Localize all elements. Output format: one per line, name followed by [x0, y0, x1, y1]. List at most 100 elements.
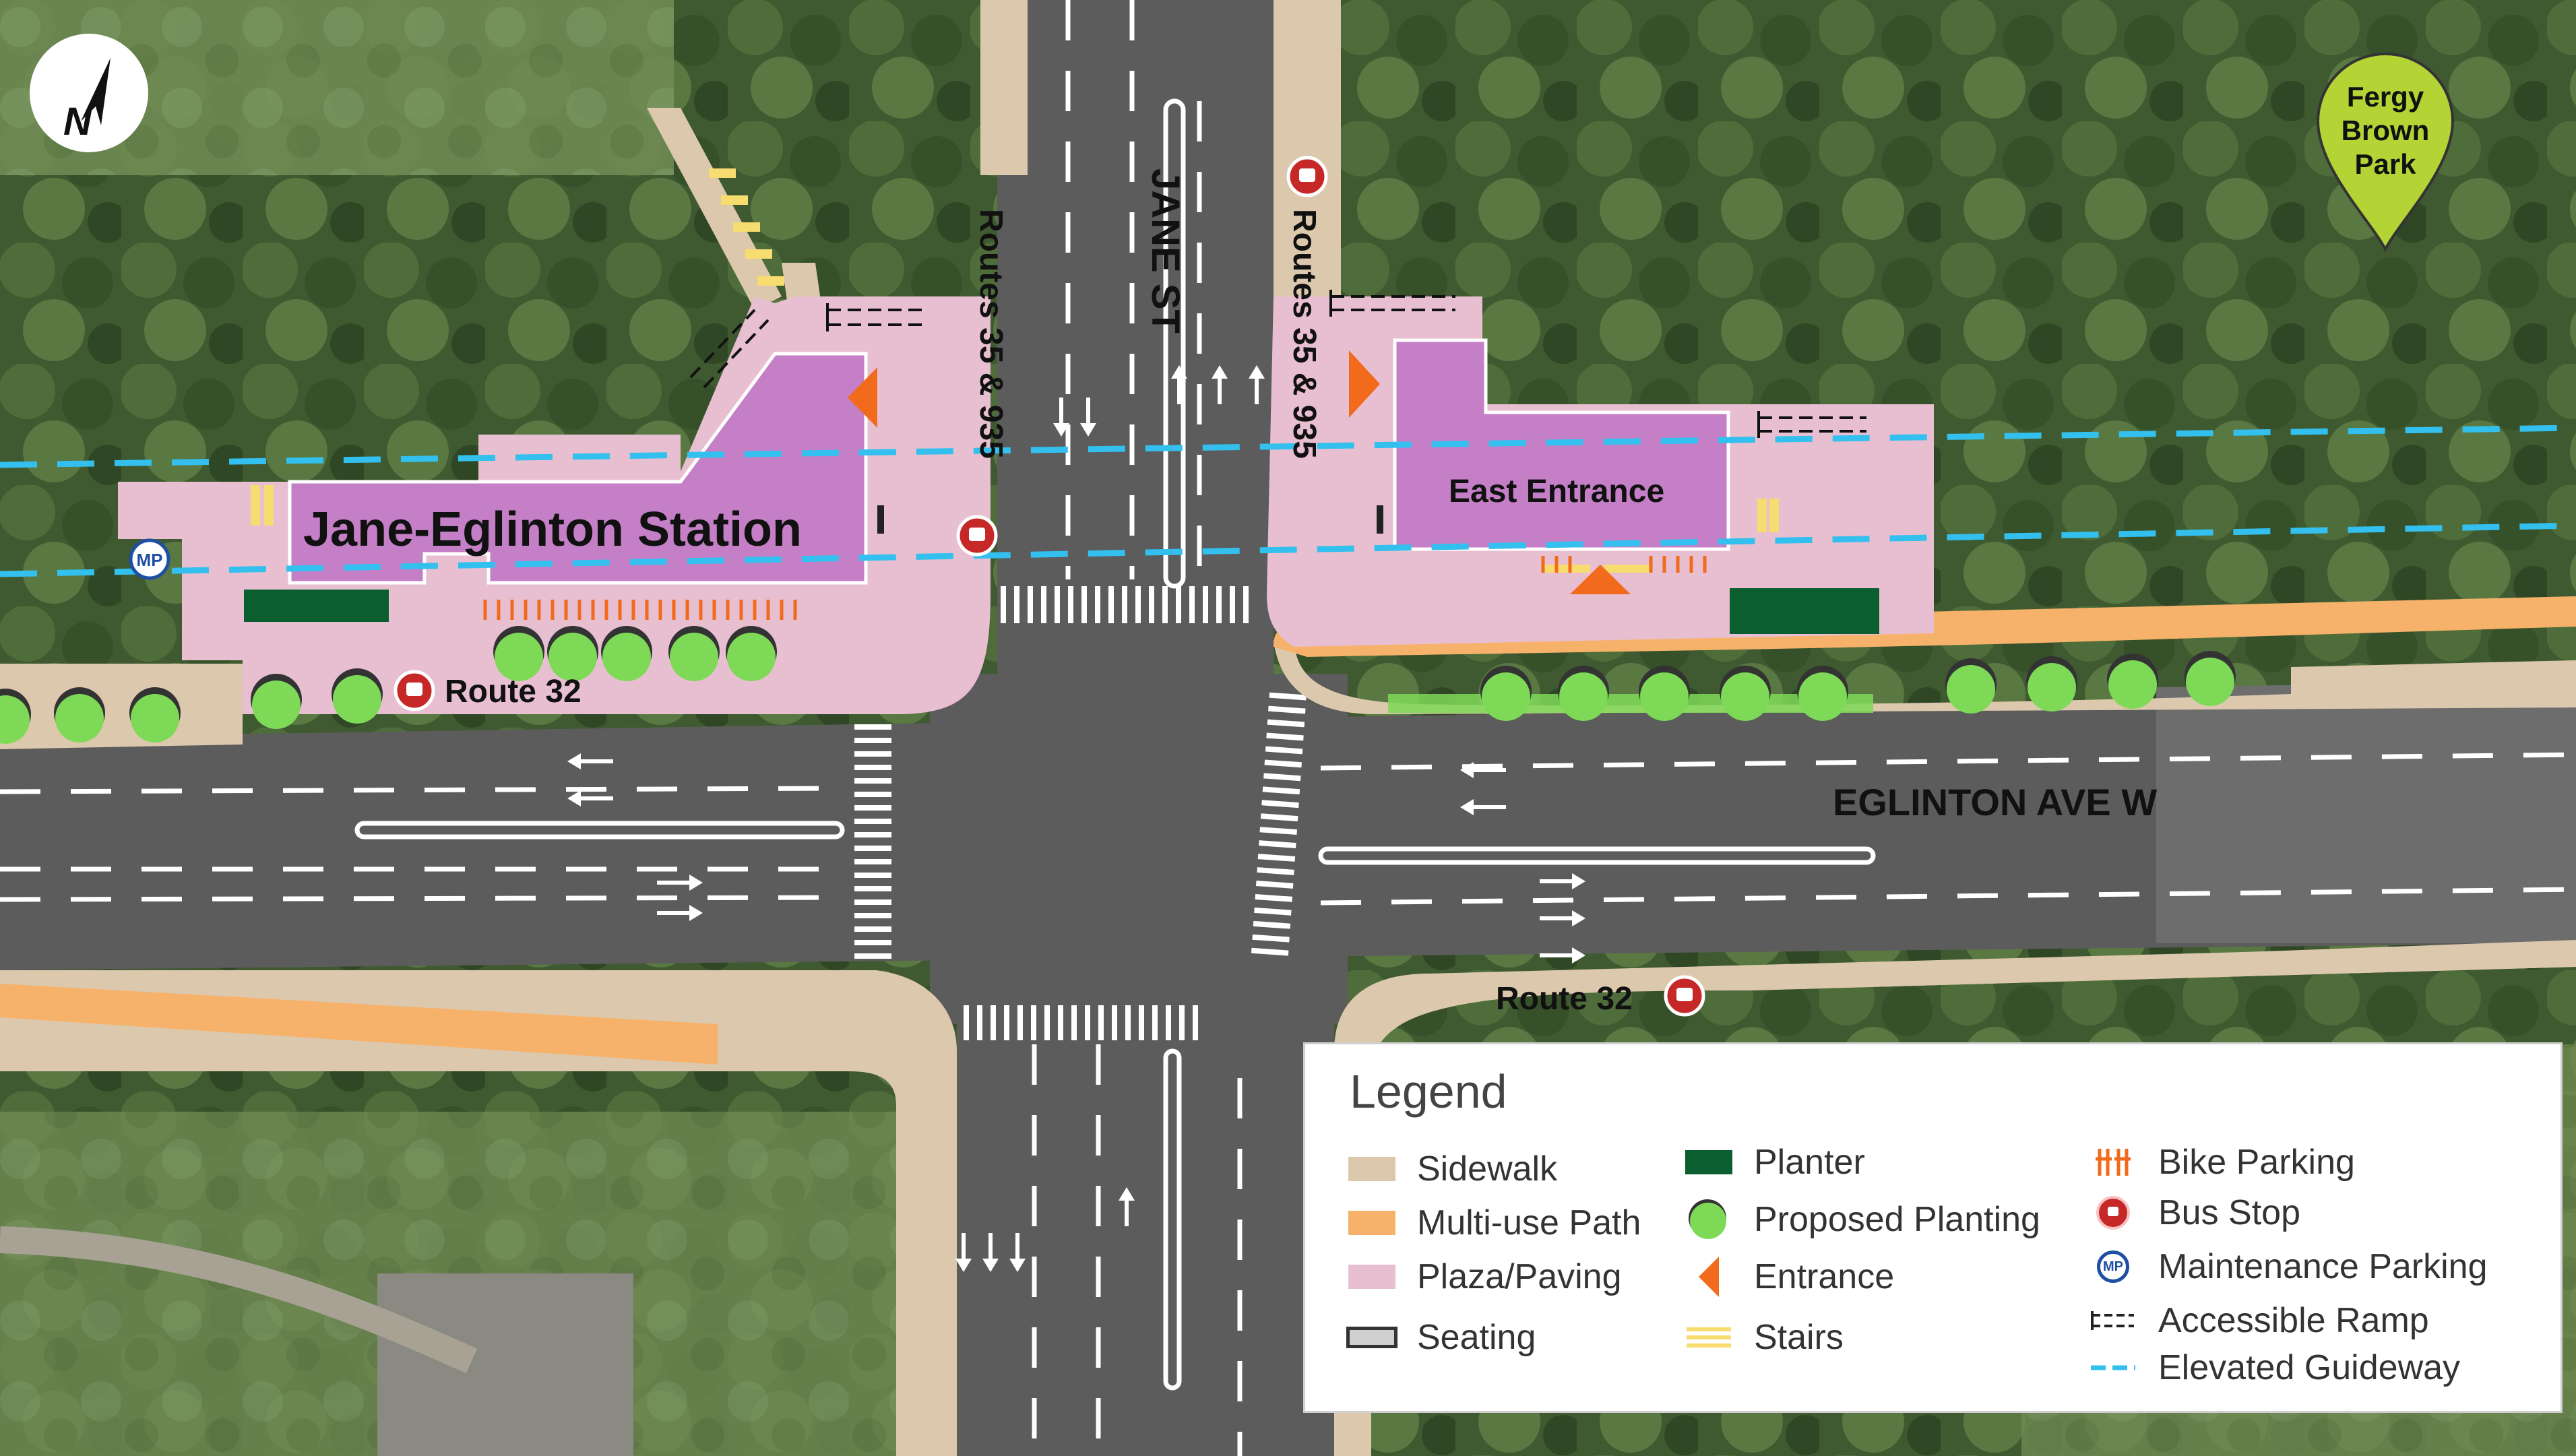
bike-parking [483, 556, 1707, 620]
arrow-group-jane-south-bound [1053, 398, 1096, 437]
jane-st-south [957, 970, 1334, 1456]
multi-use-path-swatch [1346, 1199, 1398, 1246]
legend-item-planter: Planter [1683, 1139, 1865, 1186]
route-label-jane-east: Routes 35 & 935 [1286, 209, 1322, 459]
route-label-eglinton-north: Route 32 [445, 674, 582, 709]
park-pathway [0, 1226, 478, 1374]
park-label-line-3: Park [2354, 148, 2416, 180]
bus-stop-icon [1286, 156, 1328, 197]
arrow-group-eglinton-west-bound [567, 753, 613, 806]
maintenance-parking-badge: MP [2103, 1259, 2123, 1274]
sidewalk-northwest-ramp [647, 108, 782, 310]
entrance-arrow-icon [1683, 1253, 1735, 1300]
map-legend: Legend Sidewalk Multi-use Path Plaza/Pav… [1303, 1042, 2563, 1413]
traffic-arrows [567, 365, 1585, 1272]
accessible-ramp-icon [2087, 1297, 2139, 1344]
arrow-group-jane-south-leg [955, 1233, 1026, 1272]
legend-item-stairs: Stairs [1683, 1314, 1844, 1361]
legend-label: Bike Parking [2158, 1143, 2355, 1182]
arrow-group-jane-north-bound [1171, 365, 1265, 404]
tree-row-west-street [0, 668, 383, 744]
legend-label: Seating [1417, 1318, 1536, 1357]
legend-item-entrance: Entrance [1683, 1253, 1894, 1300]
sidewalk-eglinton-north-west [0, 664, 243, 749]
legend-item-sidewalk: Sidewalk [1346, 1145, 1557, 1193]
entrance-arrow-west [848, 367, 877, 428]
stairs-icon [1683, 1314, 1735, 1361]
legend-title: Legend [1350, 1065, 1507, 1118]
maintenance-parking-marker: MP [129, 538, 170, 580]
crosswalk-north-stripes [1001, 586, 1249, 623]
compass-label: N [63, 100, 92, 144]
legend-item-elevated-guideway: Elevated Guideway [2087, 1344, 2460, 1391]
jane-lane-markings [1032, 0, 1243, 1456]
sidewalk-jane-east-north [1274, 0, 1341, 303]
bus-stop-icon [956, 515, 998, 557]
sidewalk-eglinton-south-east [1752, 940, 2576, 990]
intersection [930, 674, 1348, 1024]
elevated-guideway-icon [2087, 1344, 2139, 1391]
main-station-building [288, 352, 868, 585]
planter-west [244, 590, 389, 622]
seating-bench-east [1377, 505, 1383, 534]
stairs [251, 168, 1779, 573]
compass: N [30, 34, 148, 152]
legend-label: Plaza/Paving [1417, 1257, 1622, 1296]
bike-parking-icon [2087, 1139, 2139, 1186]
legend-label: Stairs [1754, 1318, 1844, 1357]
legend-item-multi-use-path: Multi-use Path [1346, 1199, 1641, 1246]
legend-label: Proposed Planting [1754, 1200, 2040, 1239]
legend-item-seating: Seating [1346, 1314, 1536, 1361]
legend-label: Multi-use Path [1417, 1203, 1641, 1242]
accessible-ramps [689, 290, 1866, 438]
arrow-jane-north-leg [1119, 1187, 1135, 1226]
sidewalk-jane-west-north [980, 0, 1028, 175]
park-marker: Fergy Brown Park [2316, 53, 2455, 253]
legend-item-plaza-paving: Plaza/Paving [1346, 1253, 1622, 1300]
north-arrow-icon [81, 58, 111, 125]
tree-icon [1683, 1196, 1735, 1243]
plaza-paving-swatch [1346, 1253, 1398, 1300]
sidewalk-swatch [1346, 1145, 1398, 1193]
maintenance-parking-label: MP [137, 550, 163, 570]
elevated-guideway-south [0, 522, 2576, 577]
proposed-planting [0, 626, 2236, 744]
entrance-arrow-east [1349, 350, 1380, 418]
legend-label: Maintenance Parking [2158, 1247, 2488, 1286]
seating-bench-west [877, 505, 884, 534]
bus-stop-icon [2087, 1189, 2139, 1236]
planter-swatch [1683, 1139, 1735, 1186]
entrance-arrow-south [1570, 565, 1631, 594]
route-label-jane-west: Routes 35 & 935 [973, 209, 1009, 459]
street-name-eglinton: EGLINTON AVE W [1833, 781, 2157, 823]
station-name-east: East Entrance [1449, 474, 1664, 509]
legend-label: Planter [1754, 1143, 1865, 1182]
eglinton-lane-markings [0, 752, 2576, 906]
parking-lot [377, 1273, 633, 1456]
crosswalk-south-stripes [964, 1005, 1198, 1040]
sidewalk-southeast-corner [1334, 943, 2576, 1456]
legend-label: Elevated Guideway [2158, 1348, 2461, 1387]
legend-item-bus-stop: Bus Stop [2087, 1189, 2300, 1236]
street-name-jane: JANE ST [1143, 168, 1187, 334]
station-name-main: Jane-Eglinton Station [303, 503, 802, 557]
arrow-group-eglinton-east-bound-east [1540, 873, 1585, 963]
arrow-group-eglinton-east-bound [657, 875, 703, 921]
crosswalk-east-stripes [1251, 692, 1307, 956]
legend-label: Accessible Ramp [2158, 1301, 2429, 1340]
planting-strip-east [1388, 694, 1873, 713]
legend-label: Sidewalk [1417, 1149, 1558, 1189]
elevated-guideway-north [0, 424, 2576, 468]
multi-use-path-southwest [0, 984, 718, 1065]
legend-label: Entrance [1754, 1257, 1895, 1296]
legend-item-maintenance-parking: MP Maintenance Parking [2087, 1243, 2488, 1290]
crosswalks [854, 586, 1307, 1040]
seating-icon [1346, 1314, 1398, 1361]
bus-stop-icon [394, 670, 435, 711]
park-label-line-2: Brown [2342, 115, 2430, 146]
legend-item-proposed-planting: Proposed Planting [1683, 1196, 2040, 1243]
tree-row-west-plaza [493, 626, 777, 681]
maintenance-parking-icon: MP [2087, 1243, 2139, 1290]
